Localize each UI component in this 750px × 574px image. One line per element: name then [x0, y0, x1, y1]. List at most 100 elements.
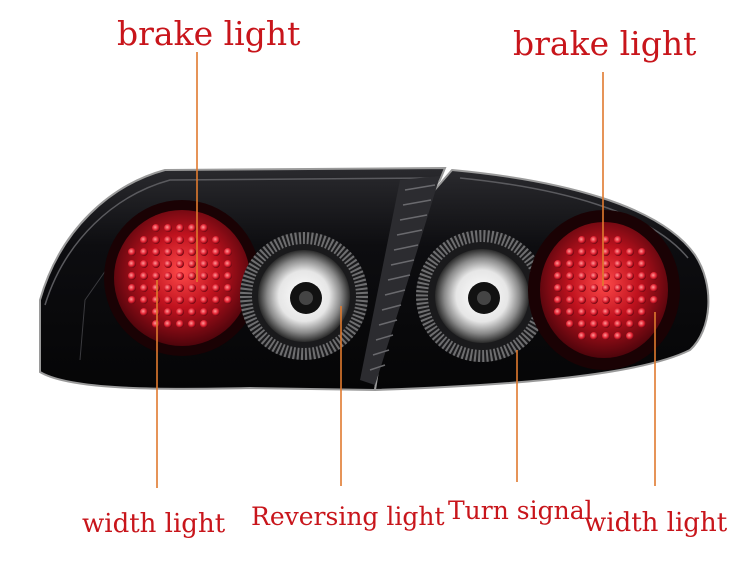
- led-dot: [152, 224, 160, 232]
- led-dot: [566, 320, 574, 328]
- brake-light-label-left: brake light: [117, 14, 301, 53]
- led-dot: [578, 332, 586, 340]
- led-dot: [176, 260, 184, 268]
- led-dot: [200, 320, 208, 328]
- led-dot: [602, 260, 610, 268]
- led-dot: [176, 272, 184, 280]
- led-dot: [626, 308, 634, 316]
- left-brake-lens: [104, 200, 260, 356]
- led-dot: [176, 248, 184, 256]
- led-dot: [152, 260, 160, 268]
- led-dot: [128, 248, 136, 256]
- led-dot: [164, 260, 172, 268]
- led-dot: [152, 308, 160, 316]
- led-dot: [212, 296, 220, 304]
- led-dot: [590, 308, 598, 316]
- led-dot: [638, 260, 646, 268]
- led-dot: [602, 284, 610, 292]
- led-dot: [164, 296, 172, 304]
- led-dot: [650, 272, 658, 280]
- led-dot: [602, 236, 610, 244]
- led-dot: [212, 260, 220, 268]
- led-dot: [602, 308, 610, 316]
- led-dot: [164, 284, 172, 292]
- led-dot: [650, 296, 658, 304]
- led-dot: [188, 224, 196, 232]
- led-dot: [566, 248, 574, 256]
- led-dot: [176, 296, 184, 304]
- led-dot: [626, 320, 634, 328]
- led-dot: [590, 236, 598, 244]
- led-dot: [626, 296, 634, 304]
- led-dot: [578, 260, 586, 268]
- led-dot: [614, 272, 622, 280]
- led-dot: [578, 308, 586, 316]
- led-dot: [614, 308, 622, 316]
- led-dot: [128, 284, 136, 292]
- led-dot: [590, 320, 598, 328]
- led-dot: [602, 320, 610, 328]
- led-dot: [614, 260, 622, 268]
- led-dot: [188, 236, 196, 244]
- led-dot: [164, 248, 172, 256]
- led-dot: [578, 236, 586, 244]
- led-dot: [614, 248, 622, 256]
- led-dot: [164, 236, 172, 244]
- led-dot: [212, 308, 220, 316]
- led-dot: [200, 248, 208, 256]
- led-dot: [638, 320, 646, 328]
- reversing-light-label: Reversing light: [251, 502, 445, 531]
- led-dot: [614, 332, 622, 340]
- led-dot: [176, 284, 184, 292]
- led-dot: [200, 236, 208, 244]
- led-dot: [554, 272, 562, 280]
- led-dot: [128, 296, 136, 304]
- led-dot: [638, 248, 646, 256]
- brake-light-label-right: brake light: [513, 24, 697, 63]
- width-light-label-right: width light: [584, 508, 728, 538]
- led-dot: [590, 296, 598, 304]
- led-dot: [200, 272, 208, 280]
- led-dot: [152, 320, 160, 328]
- led-dot: [200, 284, 208, 292]
- led-dot: [638, 308, 646, 316]
- led-dot: [566, 272, 574, 280]
- led-dot: [590, 260, 598, 268]
- led-dot: [578, 272, 586, 280]
- led-dot: [140, 236, 148, 244]
- seam-stripe: [360, 176, 440, 385]
- led-dot: [578, 320, 586, 328]
- turn-signal-label: Turn signal: [448, 496, 593, 525]
- led-dot: [140, 308, 148, 316]
- led-dot: [140, 260, 148, 268]
- led-dot: [188, 296, 196, 304]
- led-dot: [650, 284, 658, 292]
- led-dot: [200, 296, 208, 304]
- led-dot: [638, 284, 646, 292]
- led-dot: [200, 224, 208, 232]
- led-dot: [152, 284, 160, 292]
- led-dot: [128, 260, 136, 268]
- led-dot: [614, 320, 622, 328]
- led-dot: [638, 272, 646, 280]
- led-dot: [614, 296, 622, 304]
- led-dot: [590, 284, 598, 292]
- led-dot: [224, 284, 232, 292]
- led-dot: [128, 272, 136, 280]
- led-dot: [224, 248, 232, 256]
- led-dot: [614, 284, 622, 292]
- led-dot: [566, 296, 574, 304]
- led-dot: [140, 284, 148, 292]
- led-dot: [554, 260, 562, 268]
- led-dot: [602, 332, 610, 340]
- led-dot: [164, 224, 172, 232]
- led-dot: [554, 284, 562, 292]
- led-dot: [140, 248, 148, 256]
- led-dot: [164, 272, 172, 280]
- led-dot: [602, 248, 610, 256]
- led-dot: [176, 320, 184, 328]
- led-dot: [176, 224, 184, 232]
- led-dot: [578, 248, 586, 256]
- led-dot: [188, 284, 196, 292]
